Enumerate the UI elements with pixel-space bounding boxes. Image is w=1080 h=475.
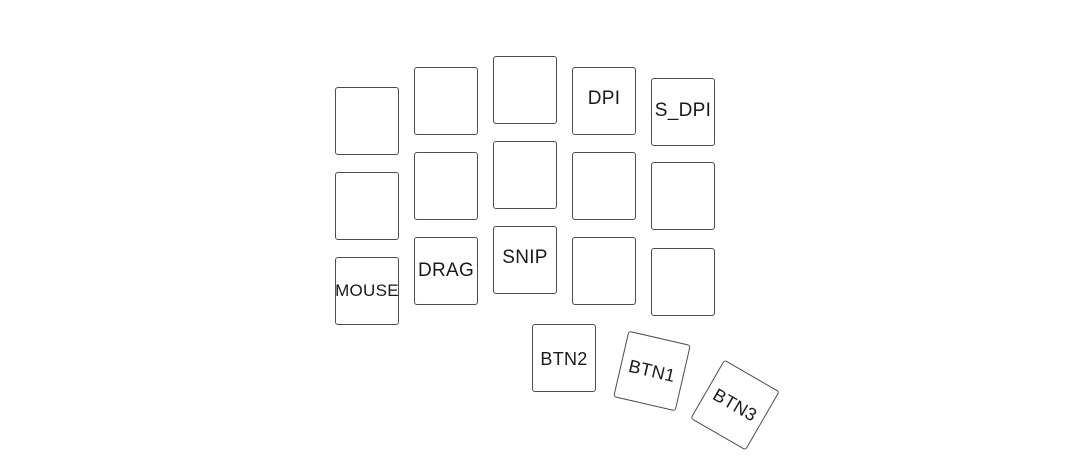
key-drag[interactable]: DRAG <box>414 237 478 305</box>
key-label: DRAG <box>417 260 475 281</box>
key-label: MOUSE <box>335 281 399 300</box>
key-label: SNIP <box>502 247 548 268</box>
key-label: DPI <box>587 88 621 109</box>
key-c2-r0[interactable] <box>493 56 557 124</box>
key-btn3[interactable]: BTN3 <box>690 359 780 451</box>
key-label: S_DPI <box>654 100 712 121</box>
key-btn1[interactable]: BTN1 <box>613 330 691 412</box>
key-dpi[interactable]: DPI <box>572 67 636 135</box>
key-c0-r0[interactable] <box>335 87 399 155</box>
key-c3-r1[interactable] <box>572 152 636 220</box>
key-snip[interactable]: SNIP <box>493 226 557 294</box>
key-c1-r1[interactable] <box>414 152 478 220</box>
key-label: BTN2 <box>540 349 588 369</box>
key-c1-r0[interactable] <box>414 67 478 135</box>
key-btn2[interactable]: BTN2 <box>532 324 596 392</box>
key-label: BTN3 <box>709 384 761 426</box>
key-c2-r1[interactable] <box>493 141 557 209</box>
key-c3-r2[interactable] <box>572 237 636 305</box>
key-c4-r2[interactable] <box>651 248 715 316</box>
key-c0-r1[interactable] <box>335 172 399 240</box>
key-c4-r1[interactable] <box>651 162 715 230</box>
key-label: BTN1 <box>626 355 678 386</box>
key-s-dpi[interactable]: S_DPI <box>651 78 715 146</box>
key-mouse[interactable]: MOUSE <box>335 257 399 325</box>
